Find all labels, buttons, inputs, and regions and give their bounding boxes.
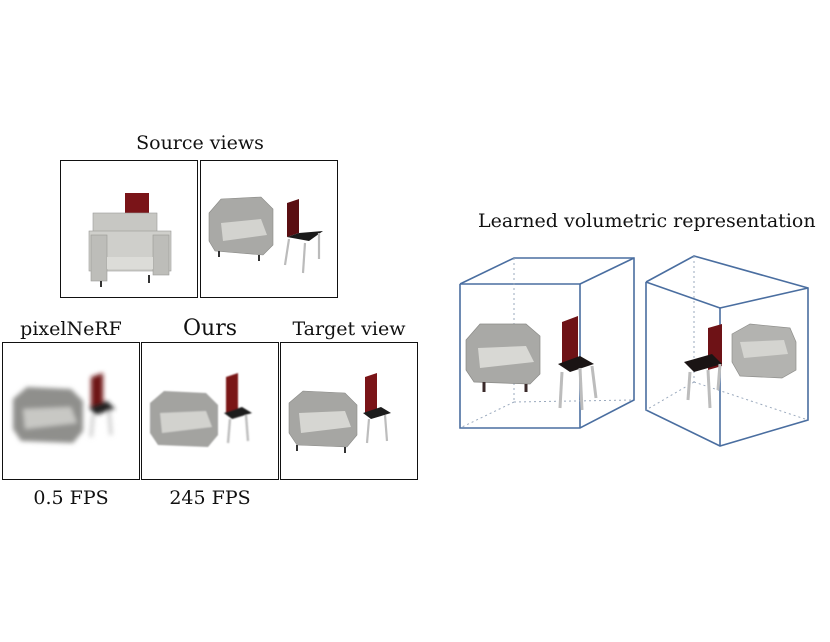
volumetric-heading: Learned volumetric representation	[478, 210, 816, 232]
pixelnerf-fps: 0.5 FPS	[33, 487, 109, 509]
ours-render	[141, 342, 279, 480]
ours-fps: 245 FPS	[169, 487, 251, 509]
ours-label: Ours	[182, 316, 237, 341]
pixelnerf-label: pixelNeRF	[20, 318, 122, 340]
source-views-heading: Source views	[136, 132, 264, 154]
pixelnerf-render	[2, 342, 140, 480]
ours-render-image	[150, 373, 252, 447]
source-view-1-render	[88, 193, 172, 287]
source-view-2	[200, 160, 338, 298]
source-view-2-render	[208, 196, 323, 274]
target-view-render	[280, 342, 418, 480]
pixelnerf-render-image	[13, 373, 115, 443]
cube-right-content	[684, 323, 797, 409]
volumetric-cubes	[459, 255, 809, 447]
source-view-1	[60, 160, 198, 298]
target-view-render-image	[288, 373, 391, 453]
cube-left-content	[465, 316, 598, 411]
target-view-label: Target view	[292, 318, 406, 340]
